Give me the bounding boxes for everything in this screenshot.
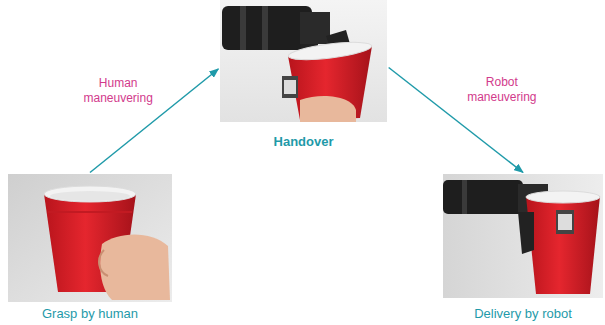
step-caption: Grasp by human [8,306,172,322]
step-caption: Handover [220,134,387,150]
step-caption: Delivery by robot [443,306,603,322]
delivery-photo [443,174,603,298]
photo-step: Delivery by robot [443,174,603,324]
photo-step: Grasp by human [8,174,172,324]
handover-photo [220,0,387,122]
edge-label: Human maneuvering [77,76,159,106]
photo-step: Handover [220,0,387,150]
edge-label: Robot maneuvering [461,75,543,105]
grasp-photo [8,174,172,302]
